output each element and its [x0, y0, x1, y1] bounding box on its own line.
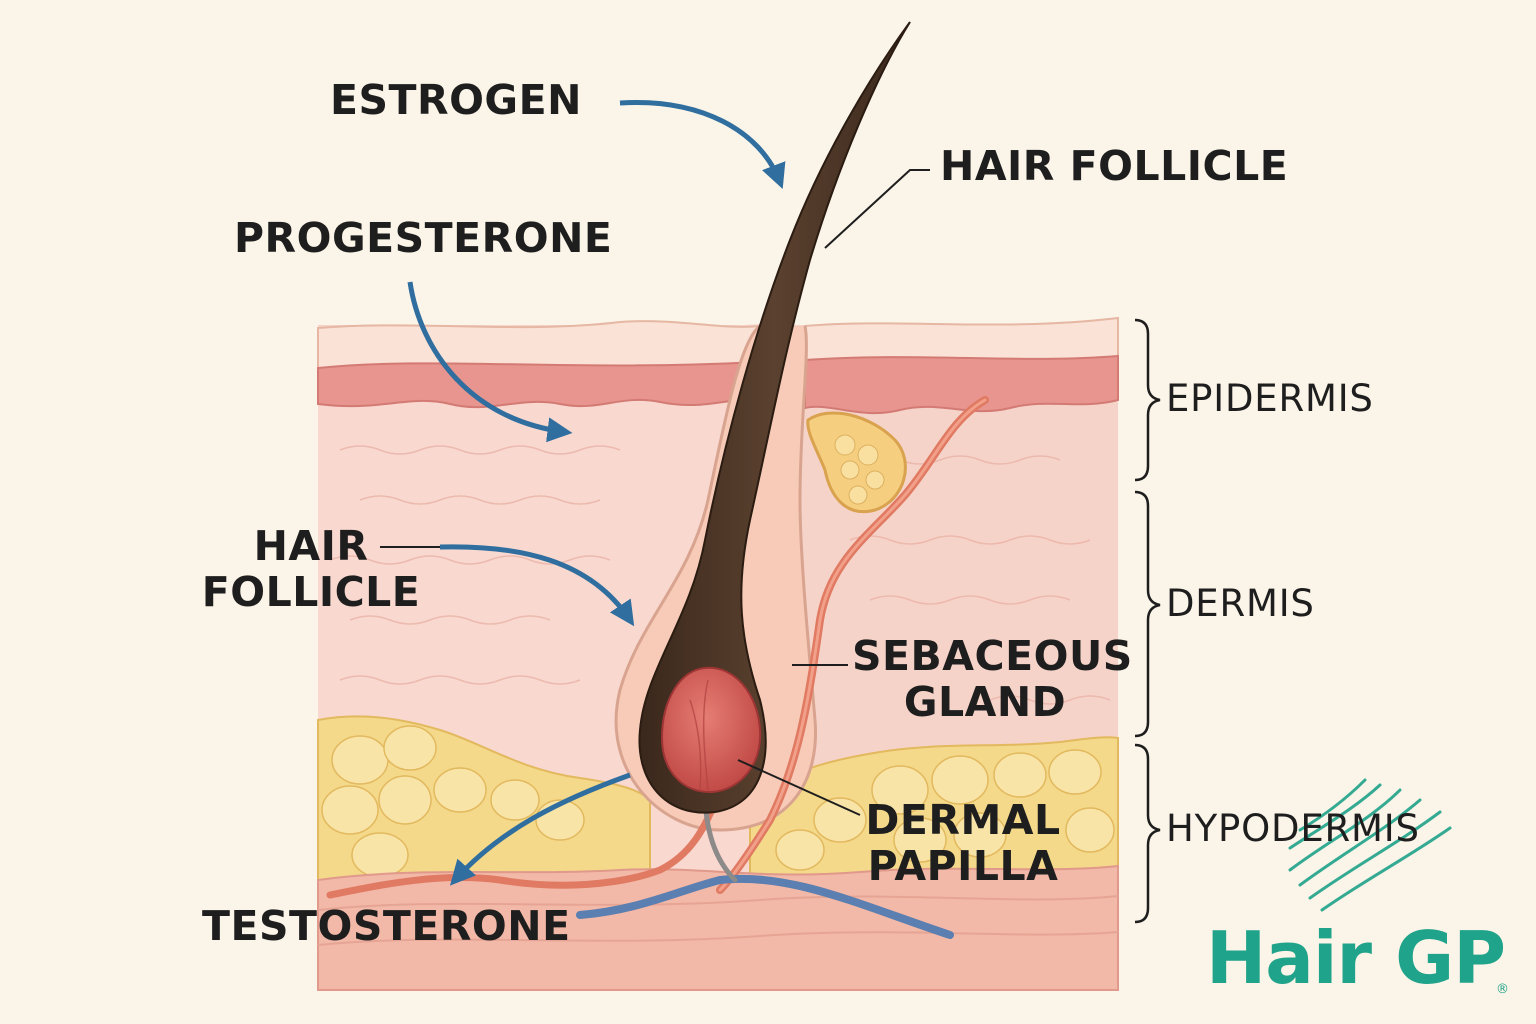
leader-lines [380, 169, 930, 816]
hair-follicle-top-label: HAIR FOLLICLE [940, 142, 1289, 190]
sebaceous-cells [834, 434, 885, 505]
hair-follicle-left-label: HAIR FOLLICLE [196, 522, 426, 616]
estrogen-label: ESTROGEN [330, 76, 582, 124]
deep-tissue-band [317, 864, 1119, 991]
vessel-branch [326, 786, 724, 899]
hair-strands-icon [1288, 778, 1452, 912]
layer-brackets [1134, 318, 1161, 924]
dermis-label: DERMIS [1166, 582, 1315, 625]
hair-shaft [638, 21, 911, 814]
progesterone-label: PROGESTERONE [234, 214, 613, 262]
registered-mark: ® [1496, 982, 1509, 997]
hair-gp-logo: Hair GP [1206, 916, 1506, 1000]
sebaceous-gland-label: SEBACEOUS GLAND [852, 632, 1133, 726]
hair-follicle-left-line2: FOLLICLE [201, 567, 421, 616]
dermal-papilla [660, 666, 762, 794]
testosterone-label: TESTOSTERONE [202, 902, 571, 950]
vein [576, 874, 954, 939]
progesterone-arrow [407, 281, 573, 443]
estrogen-arrow [619, 99, 786, 189]
epidermis-label: EPIDERMIS [1166, 377, 1374, 420]
dermal-line1: DERMAL [865, 796, 1061, 844]
hair-follicle-arrow [439, 544, 635, 627]
dermis-texture [329, 445, 1111, 705]
testosterone-arrow [449, 772, 631, 886]
sebaceous-line2: GLAND [903, 677, 1067, 726]
hypodermis-label: HYPODERMIS [1166, 807, 1420, 850]
dermal-line2: PAPILLA [867, 841, 1059, 890]
dermal-papilla-label: DERMAL PAPILLA [858, 796, 1068, 890]
epidermis-layer [317, 316, 1119, 414]
sebaceous-line1: SEBACEOUS [852, 632, 1133, 680]
hair-follicle-left-line1: HAIR [253, 522, 369, 570]
